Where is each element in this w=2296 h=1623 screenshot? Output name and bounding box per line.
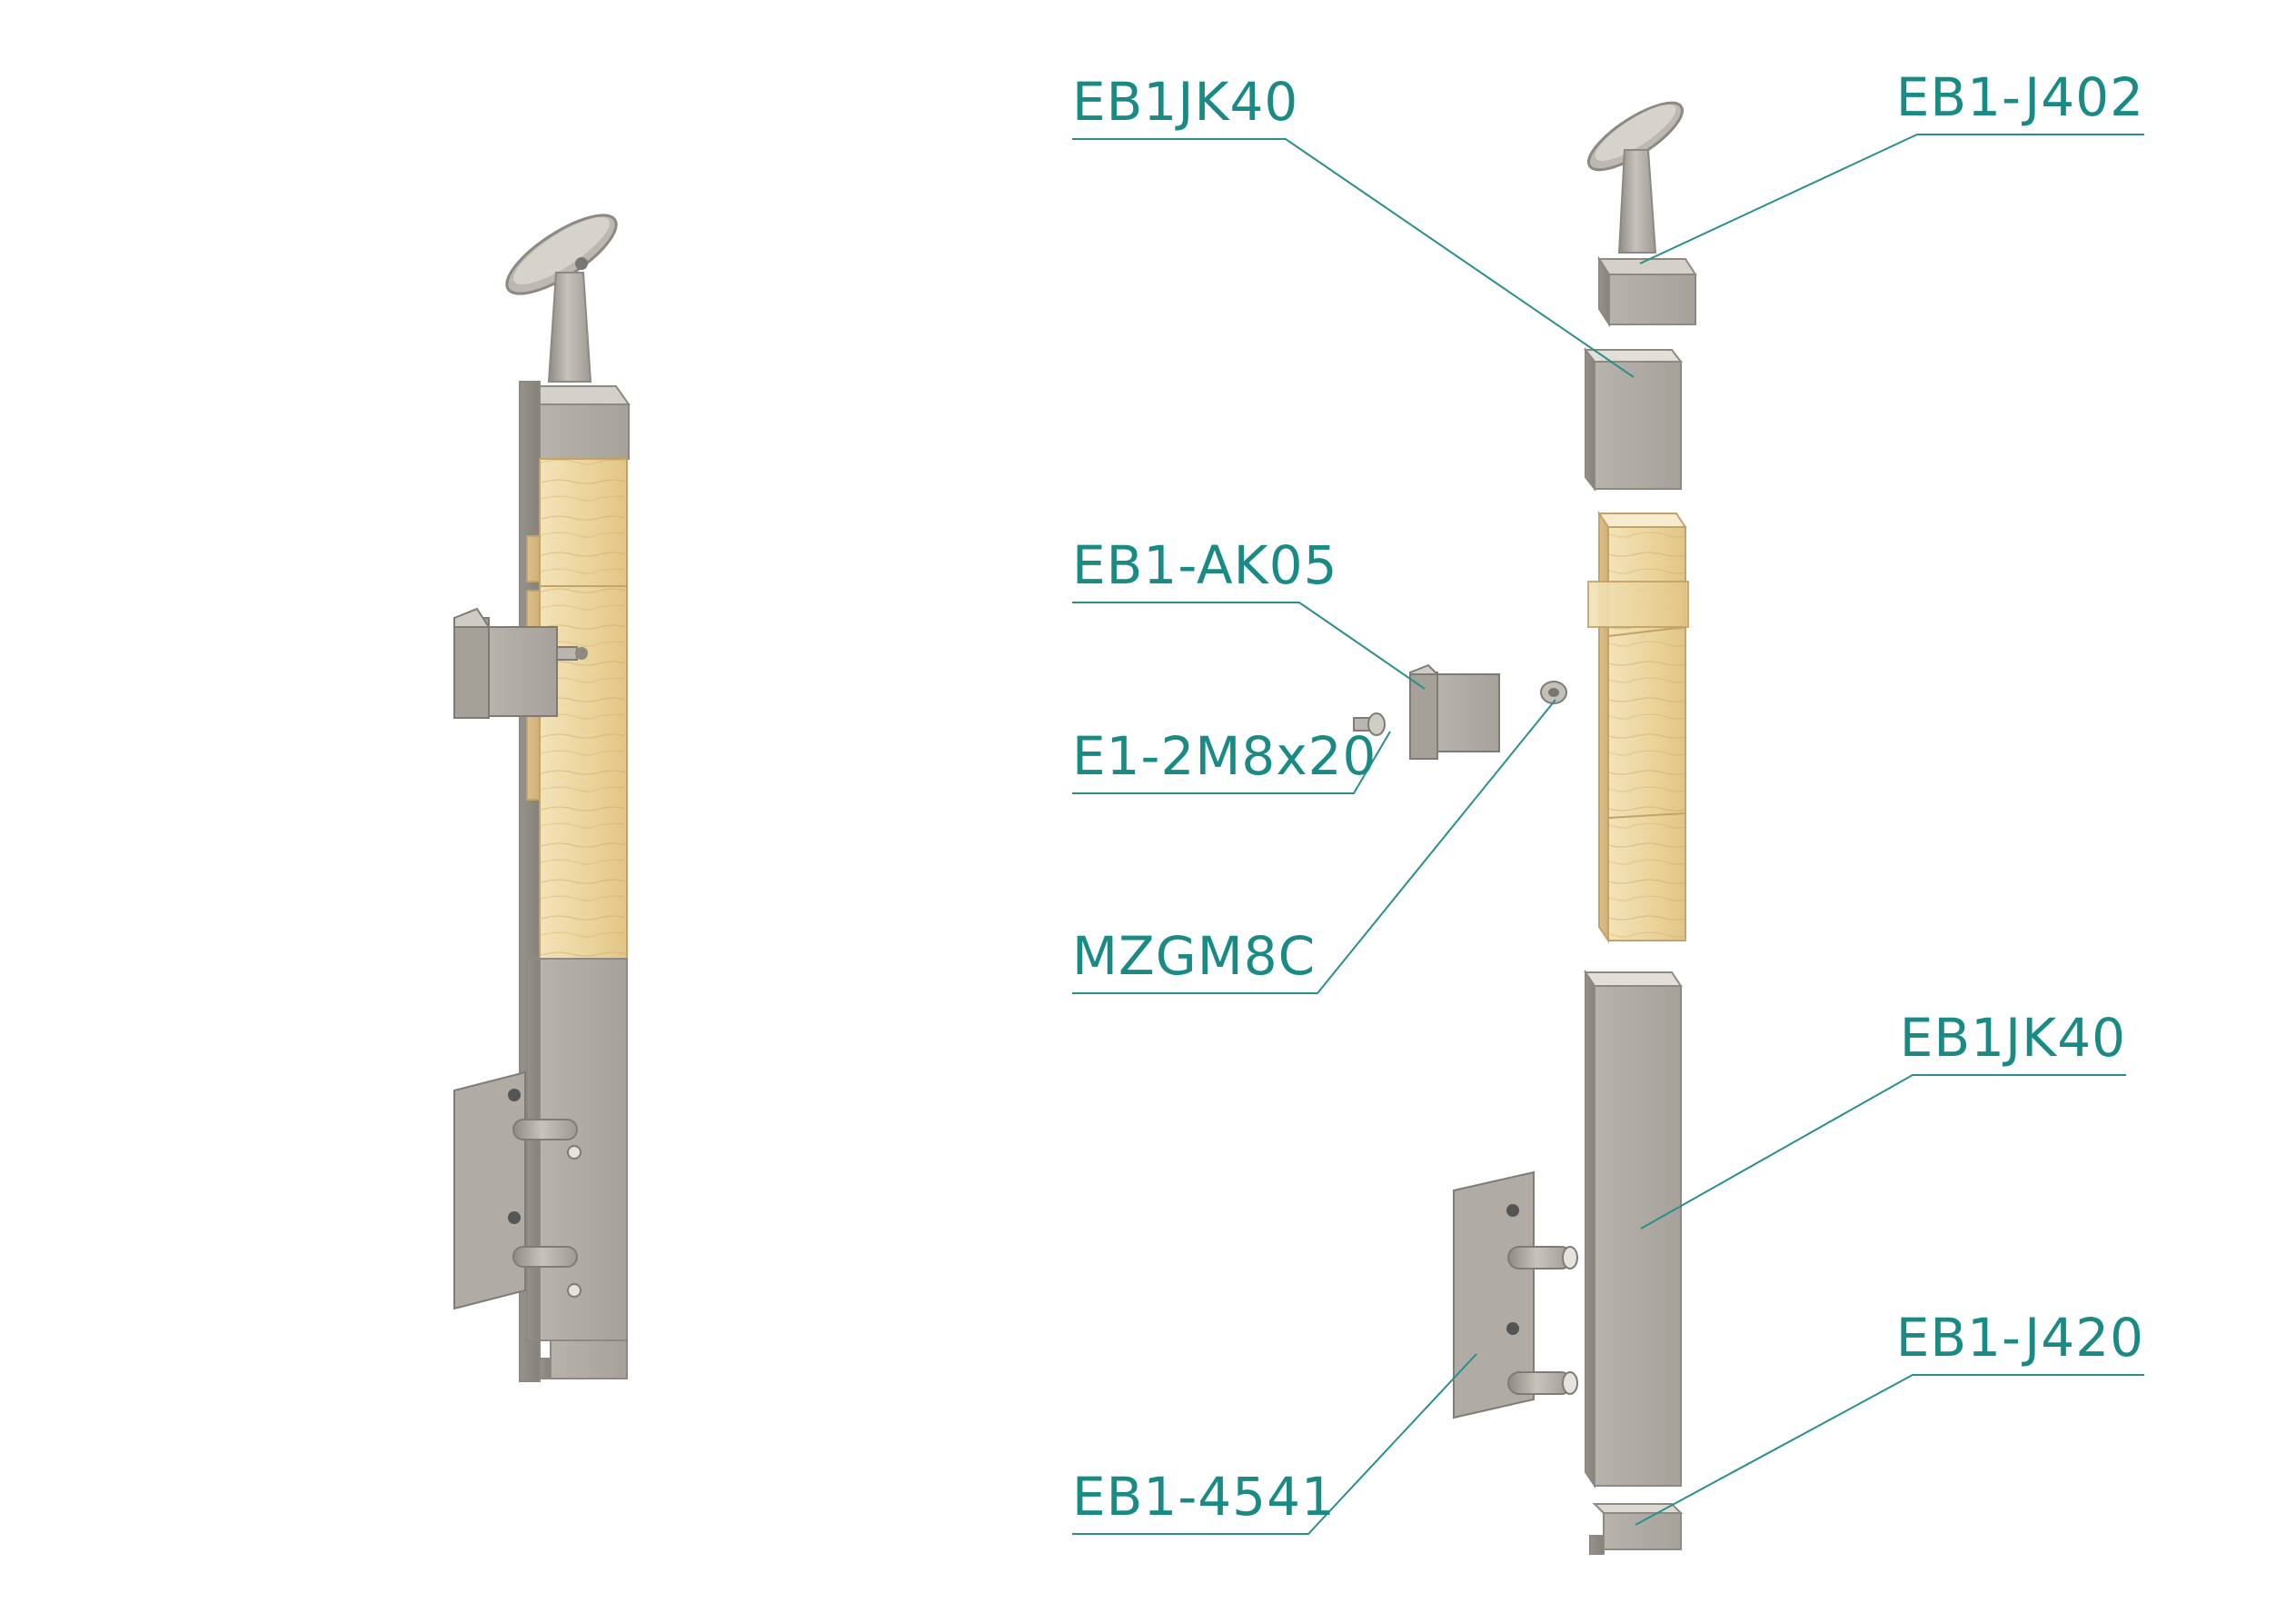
leader-lower-tube	[1640, 1074, 2126, 1230]
assembled-handrail-saddle	[505, 214, 618, 383]
label-end-cap: EB1-J420	[1896, 1307, 2144, 1369]
label-glass-clamp: EB1-AK05	[1072, 534, 1338, 596]
exploded-handrail-saddle	[1587, 101, 1697, 328]
leader-top-right-holder	[1639, 134, 2144, 264]
assembled-lower-tube	[526, 958, 628, 1341]
leader-end-cap	[1635, 1374, 2144, 1526]
assembled-post	[453, 214, 631, 1382]
exploded-wall-bracket	[1453, 1170, 1578, 1419]
exploded-wood-block	[1587, 510, 1689, 944]
assembled-wood-upper	[526, 458, 628, 587]
exploded-nut	[1540, 681, 1567, 704]
label-nut: MZGM8C	[1072, 925, 1316, 987]
label-lower-tube: EB1JK40	[1900, 1007, 2126, 1069]
exploded-lower-tube	[1584, 969, 1683, 1489]
leader-screw	[1072, 731, 1391, 794]
label-wall-bracket: EB1-4541	[1072, 1466, 1336, 1528]
labels: EB1JK40 EB1-J402 EB1-AK05 E1-2M8x20 MZGM…	[1072, 66, 2144, 1528]
label-top-right-holder: EB1-J402	[1896, 66, 2144, 128]
leader-top-left-tube	[1072, 138, 1635, 378]
exploded-upper-tube	[1583, 347, 1684, 492]
label-top-left-tube: EB1JK40	[1072, 71, 1298, 133]
label-screw: E1-2M8x20	[1072, 725, 1377, 787]
leader-nut	[1072, 699, 1556, 994]
leader-wall-bracket	[1072, 1353, 1477, 1535]
exploded-end-cap	[1589, 1503, 1684, 1555]
exploded-glass-clamp	[1409, 663, 1500, 760]
leader-lines	[1072, 134, 2144, 1535]
assembled-glass-clamp	[453, 607, 588, 719]
assembled-end-cap	[539, 1339, 628, 1379]
assembled-top-cap	[525, 383, 631, 463]
assembled-wall-bracket	[453, 1070, 581, 1310]
exploded-view	[1353, 101, 1697, 1555]
exploded-screw	[1353, 712, 1386, 736]
leader-glass-clamp	[1072, 602, 1426, 690]
